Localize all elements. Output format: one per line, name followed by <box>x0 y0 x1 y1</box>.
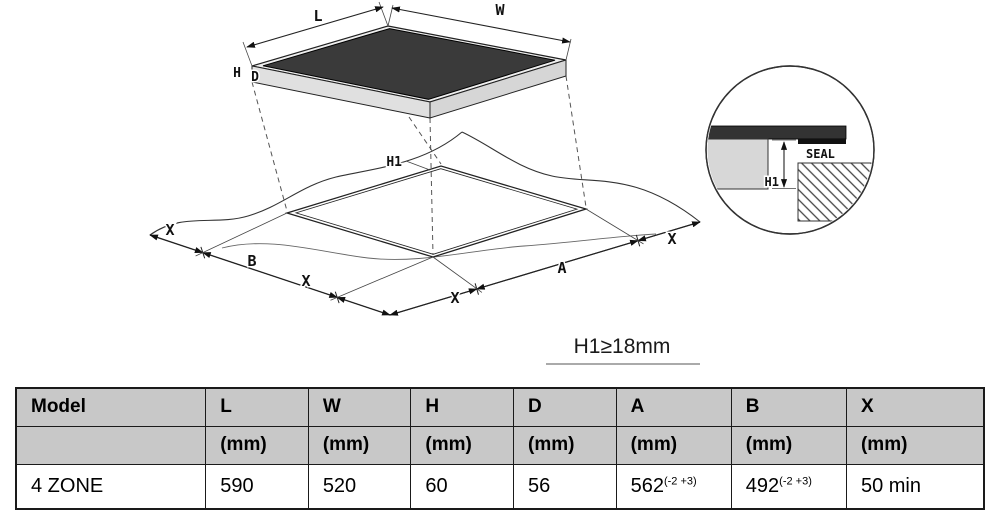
detail-hob-glass <box>707 125 847 140</box>
header-model-unit <box>15 425 207 465</box>
dimensions-table: Model L W H D A B X (mm) (mm) (mm) (mm) … <box>15 387 985 510</box>
seal-label: SEAL <box>806 147 835 161</box>
cell-D: 56 <box>513 463 617 510</box>
installation-diagram: L W H D H1 X B X X A X H1 SEAL <box>149 0 875 365</box>
table-row: 4 ZONE 590 520 60 56 562(-2 +3) 492(-2 +… <box>15 463 985 510</box>
header-B: B <box>730 387 847 427</box>
header-row-letters: Model L W H D A B X <box>15 387 985 427</box>
header-D-unit: (mm) <box>513 425 617 465</box>
detail-hob-body <box>707 138 769 190</box>
dim-label-A: A <box>557 259 566 277</box>
header-row-units: (mm) (mm) (mm) (mm) (mm) (mm) (mm) <box>15 425 985 465</box>
h1-minimum-note: H1≥18mm <box>574 335 671 358</box>
dim-label-X-right-inner: X <box>450 289 459 307</box>
dimension-lines <box>149 1 701 316</box>
cell-H: 60 <box>410 463 514 510</box>
dim-label-X-left-outer: X <box>165 221 174 239</box>
detail-worktop-hatch <box>797 162 873 222</box>
dim-label-X-right-outer: X <box>667 230 676 248</box>
header-W-unit: (mm) <box>307 425 412 465</box>
dim-label-H: H <box>233 66 241 81</box>
header-H-unit: (mm) <box>410 425 514 465</box>
header-L: L <box>205 387 309 427</box>
header-D: D <box>513 387 617 427</box>
cell-B: 492(-2 +3) <box>730 463 847 510</box>
cell-W: 520 <box>307 463 412 510</box>
cell-L: 590 <box>205 463 309 510</box>
cell-B-value: 492 <box>745 474 780 497</box>
cell-A-tolerance: (-2 +3) <box>663 475 697 488</box>
dim-label-H1-detail: H1 <box>765 175 779 189</box>
spec-table-section: Model L W H D A B X (mm) (mm) (mm) (mm) … <box>15 387 985 510</box>
header-H: H <box>410 387 514 427</box>
seal-detail-view: H1 SEAL <box>705 65 875 235</box>
dim-label-X-left-inner: X <box>301 272 310 290</box>
dim-label-D: D <box>251 70 259 85</box>
header-X-unit: (mm) <box>845 425 985 465</box>
cell-A-value: 562 <box>630 474 664 497</box>
cell-B-tolerance: (-2 +3) <box>779 475 812 488</box>
hob-side-right <box>429 59 567 119</box>
dim-label-L: L <box>313 7 322 25</box>
cell-X: 50 min <box>845 463 985 510</box>
cell-model: 4 ZONE <box>15 463 207 510</box>
header-A-unit: (mm) <box>615 425 732 465</box>
header-W: W <box>307 387 412 427</box>
projection-lines <box>251 75 587 256</box>
header-L-unit: (mm) <box>205 425 309 465</box>
detail-seal-strip <box>798 139 846 144</box>
dim-label-W: W <box>495 1 505 19</box>
dim-label-H1: H1 <box>386 155 402 170</box>
header-A: A <box>615 387 732 427</box>
header-X: X <box>845 387 985 427</box>
dim-label-B: B <box>247 252 256 270</box>
worktop-cutout <box>284 165 589 258</box>
hob <box>251 25 567 119</box>
header-B-unit: (mm) <box>730 425 847 465</box>
header-model: Model <box>15 387 207 427</box>
cell-A: 562(-2 +3) <box>615 463 732 510</box>
